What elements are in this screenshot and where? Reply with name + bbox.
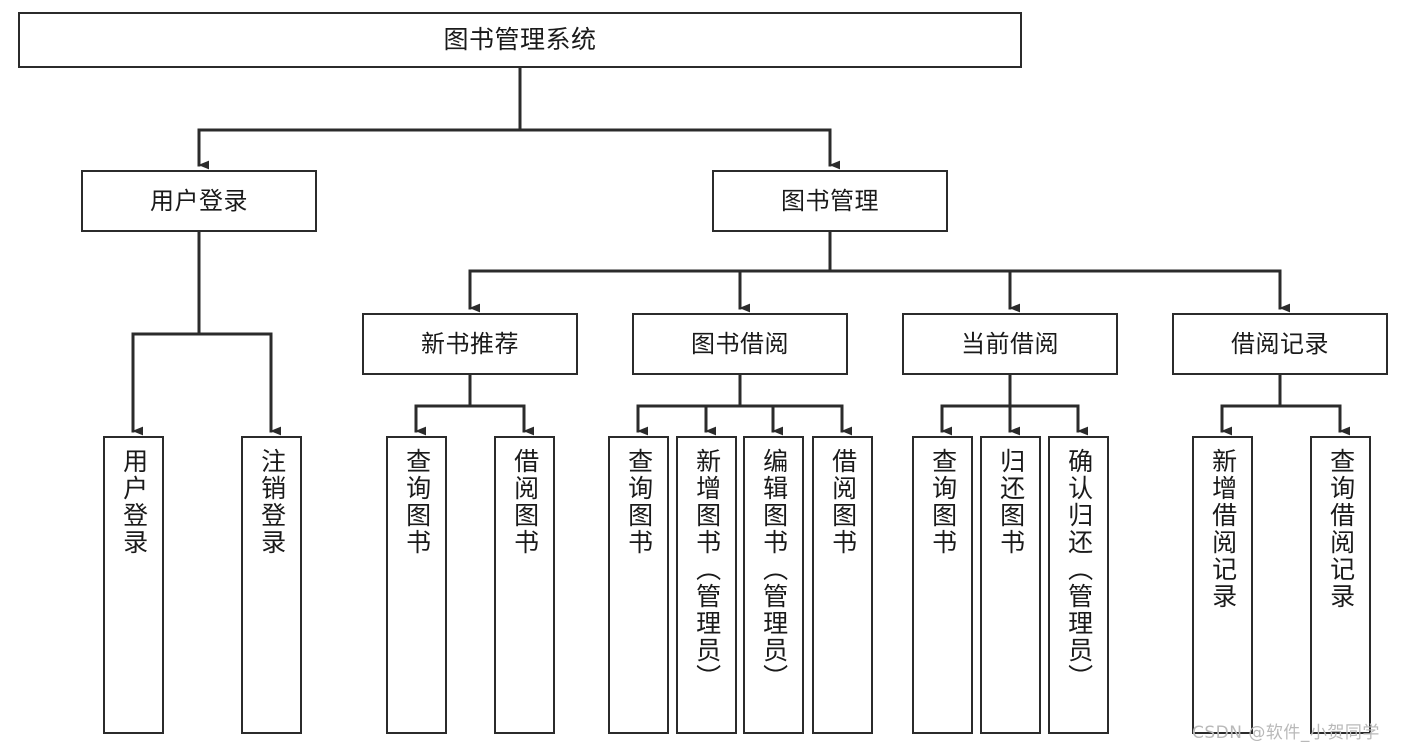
csdn-watermark: CSDN @软件_小贺同学 bbox=[1192, 723, 1380, 743]
node-label: 查询图书 bbox=[928, 448, 958, 556]
node-leaf-edit-book-admin[interactable]: 编辑图书（管理员） bbox=[743, 436, 804, 734]
node-label: 图书借阅 bbox=[691, 329, 789, 358]
node-label: 新增借阅记录 bbox=[1208, 448, 1238, 610]
node-leaf-add-borrow-record[interactable]: 新增借阅记录 bbox=[1192, 436, 1253, 734]
node-label: 查询图书 bbox=[402, 448, 432, 556]
node-leaf-user-login[interactable]: 用户登录 bbox=[103, 436, 164, 734]
node-book-borrow[interactable]: 图书借阅 bbox=[632, 313, 848, 375]
node-label: 图书管理 bbox=[781, 186, 879, 215]
node-label: 确认归还（管理员） bbox=[1064, 448, 1094, 691]
node-label: 用户登录 bbox=[119, 448, 149, 556]
node-leaf-borrow-book-bb[interactable]: 借阅图书 bbox=[812, 436, 873, 734]
node-label: 当前借阅 bbox=[961, 329, 1059, 358]
node-label: 用户登录 bbox=[150, 186, 248, 215]
node-root-system[interactable]: 图书管理系统 bbox=[18, 12, 1022, 68]
node-borrow-record[interactable]: 借阅记录 bbox=[1172, 313, 1388, 375]
node-label: 新书推荐 bbox=[421, 329, 519, 358]
node-leaf-confirm-return-admin[interactable]: 确认归还（管理员） bbox=[1048, 436, 1109, 734]
node-label: 注销登录 bbox=[257, 448, 287, 556]
node-leaf-query-book-bb[interactable]: 查询图书 bbox=[608, 436, 669, 734]
node-label: 编辑图书（管理员） bbox=[759, 448, 789, 691]
node-label: 新增图书（管理员） bbox=[692, 448, 722, 691]
node-label: 归还图书 bbox=[996, 448, 1026, 556]
node-label: 借阅图书 bbox=[828, 448, 858, 556]
node-new-book-recommend[interactable]: 新书推荐 bbox=[362, 313, 578, 375]
node-book-manage[interactable]: 图书管理 bbox=[712, 170, 948, 232]
node-label: 查询图书 bbox=[624, 448, 654, 556]
node-leaf-query-borrow-record[interactable]: 查询借阅记录 bbox=[1310, 436, 1371, 734]
node-leaf-query-book-cb[interactable]: 查询图书 bbox=[912, 436, 973, 734]
node-user-login[interactable]: 用户登录 bbox=[81, 170, 317, 232]
node-leaf-logout[interactable]: 注销登录 bbox=[241, 436, 302, 734]
node-leaf-add-book-admin[interactable]: 新增图书（管理员） bbox=[676, 436, 737, 734]
node-label: 查询借阅记录 bbox=[1326, 448, 1356, 610]
node-label: 图书管理系统 bbox=[443, 25, 597, 54]
node-leaf-query-book-nb[interactable]: 查询图书 bbox=[386, 436, 447, 734]
node-leaf-borrow-book-nb[interactable]: 借阅图书 bbox=[494, 436, 555, 734]
node-current-borrow[interactable]: 当前借阅 bbox=[902, 313, 1118, 375]
node-label: 借阅图书 bbox=[510, 448, 540, 556]
node-leaf-return-book[interactable]: 归还图书 bbox=[980, 436, 1041, 734]
node-label: 借阅记录 bbox=[1231, 329, 1329, 358]
